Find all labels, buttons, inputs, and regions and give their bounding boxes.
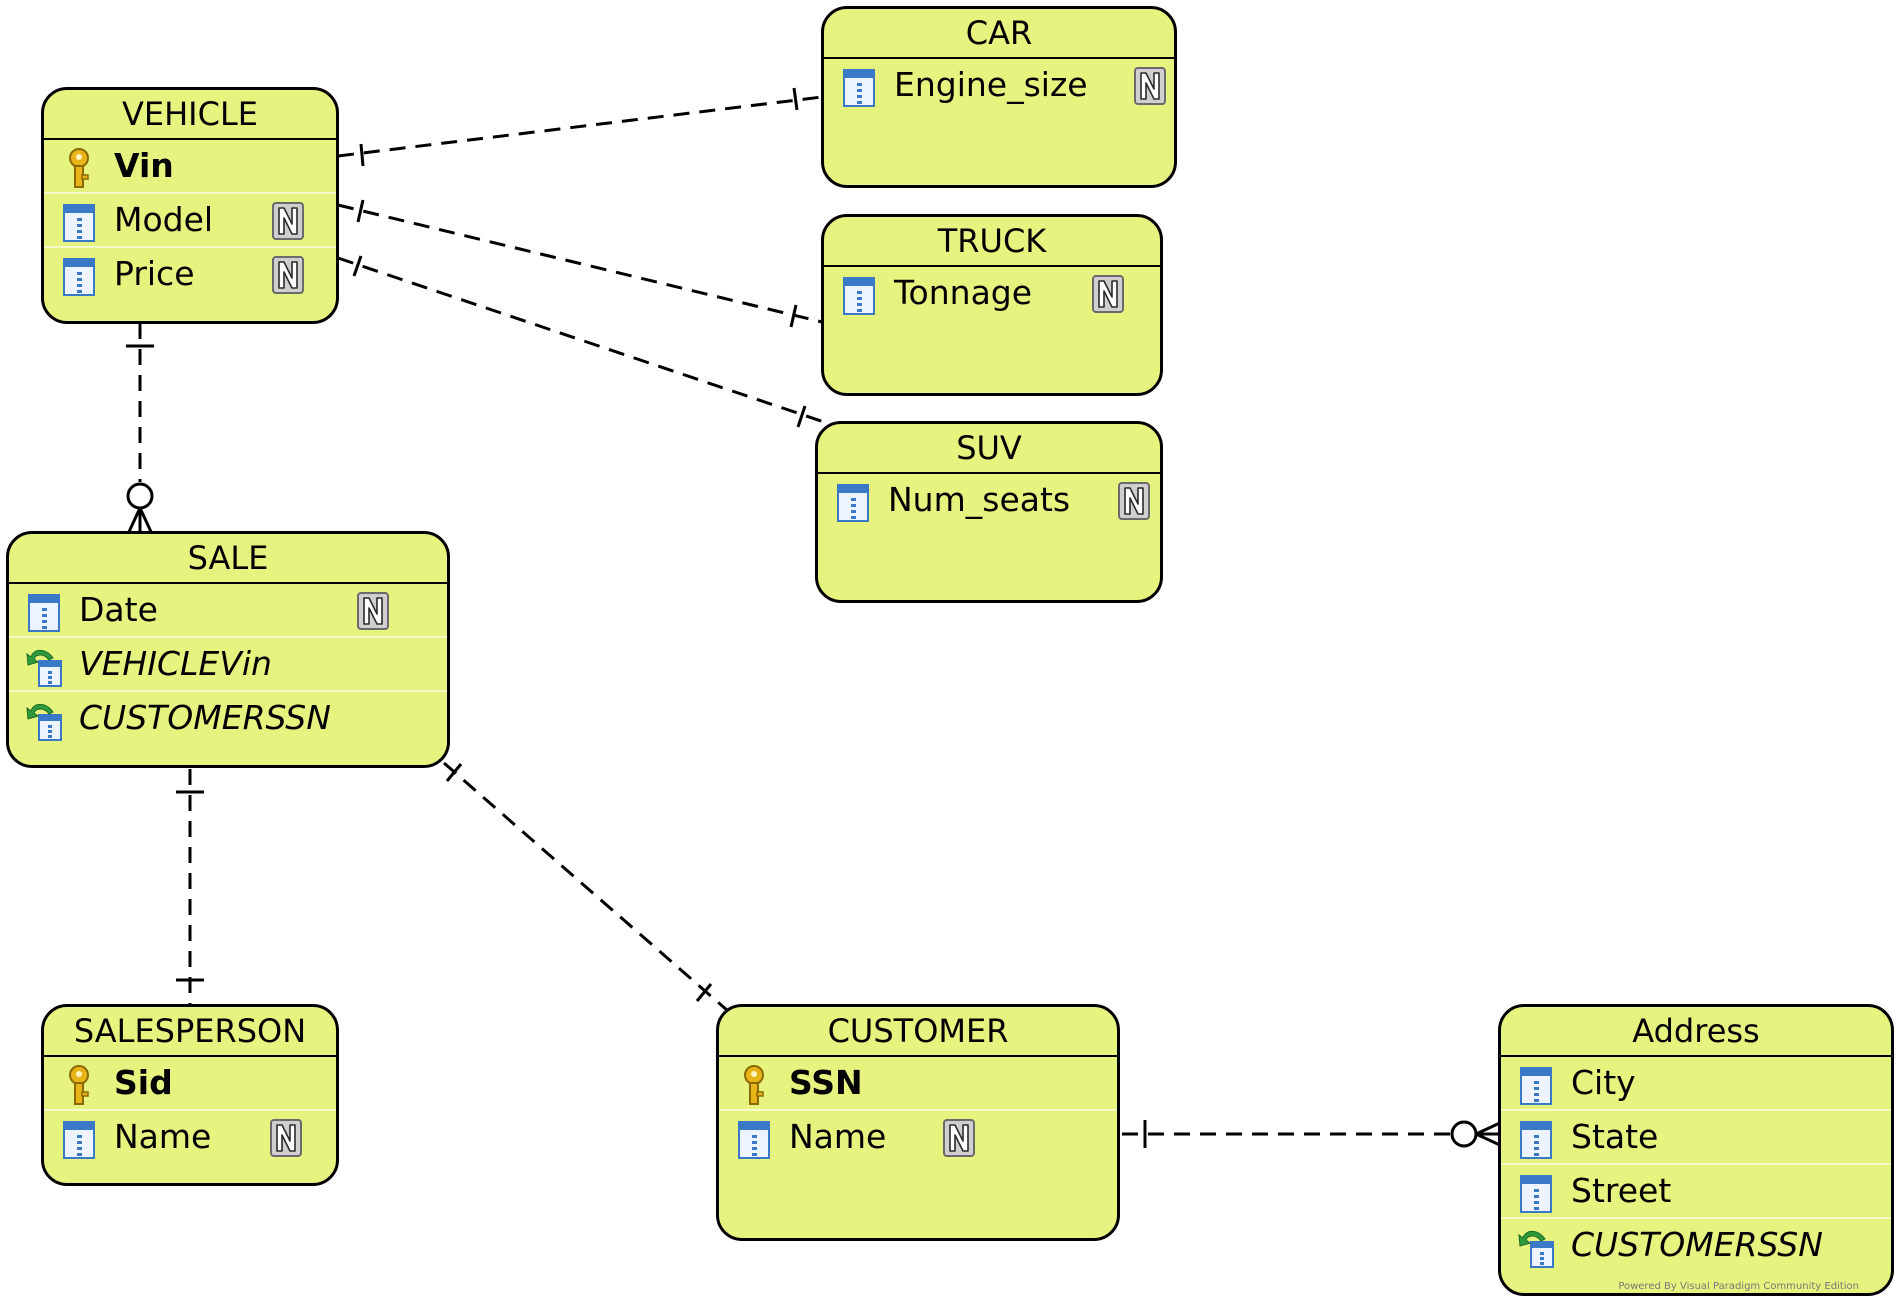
attribute-name: VEHICLEVin	[79, 644, 272, 683]
nullable-icon	[1134, 67, 1166, 105]
attribute-row[interactable]: Vin	[44, 140, 336, 194]
entity-truck[interactable]: TRUCK Tonnage	[821, 214, 1163, 396]
relationship-sale-customer[interactable]	[443, 761, 729, 1013]
column-icon	[63, 1121, 95, 1159]
attribute-name: CUSTOMERSSN	[1571, 1225, 1823, 1264]
column-icon	[1520, 1067, 1552, 1105]
attribute-row[interactable]: Price	[44, 248, 336, 300]
attribute-list: Num_seats	[818, 474, 1160, 526]
entity-title: CAR	[824, 9, 1174, 59]
entity-suv[interactable]: SUV Num_seats	[815, 421, 1163, 603]
column-icon	[1520, 1175, 1552, 1213]
attribute-row[interactable]: Name	[719, 1111, 1117, 1163]
entity-title: VEHICLE	[44, 90, 336, 140]
attribute-name: Street	[1571, 1171, 1672, 1210]
attribute-row[interactable]: Model	[44, 194, 336, 248]
column-icon	[837, 484, 869, 522]
column-icon	[738, 1121, 770, 1159]
attribute-name: Sid	[114, 1063, 173, 1102]
attribute-name: Num_seats	[888, 480, 1071, 519]
attribute-name: CUSTOMERSSN	[79, 698, 331, 737]
nullable-icon	[357, 592, 389, 630]
column-icon	[1520, 1121, 1552, 1159]
relationship-sale-salesperson[interactable]	[176, 769, 204, 1006]
pk-icon	[69, 148, 89, 188]
nullable-icon	[1118, 482, 1150, 520]
column-icon	[843, 277, 875, 315]
pk-icon	[744, 1065, 764, 1105]
attribute-row[interactable]: Engine_size	[824, 59, 1174, 111]
relationship-vehicle-car[interactable]	[337, 87, 823, 167]
nullable-icon	[272, 256, 304, 294]
attribute-list: Tonnage	[824, 267, 1160, 319]
fk-icon	[1518, 1230, 1554, 1268]
nullable-icon	[943, 1119, 975, 1157]
attribute-name: State	[1571, 1117, 1659, 1156]
relationship-customer-address[interactable]	[1122, 1120, 1503, 1148]
attribute-name: City	[1571, 1063, 1636, 1102]
pk-icon	[69, 1065, 89, 1105]
column-icon	[28, 594, 60, 632]
attribute-row[interactable]: Street	[1501, 1165, 1891, 1219]
attribute-row[interactable]: CUSTOMERSSN	[9, 692, 447, 744]
watermark: Powered By Visual Paradigm Community Edi…	[1618, 1281, 1859, 1292]
column-icon	[63, 204, 95, 242]
attribute-row[interactable]: Tonnage	[824, 267, 1160, 319]
attribute-name: Date	[79, 590, 158, 629]
attribute-name: SSN	[789, 1063, 863, 1102]
relationship-vehicle-suv[interactable]	[337, 255, 831, 428]
attribute-row[interactable]: Date	[9, 584, 447, 638]
entity-customer[interactable]: CUSTOMER SSN Name	[716, 1004, 1120, 1241]
attribute-name: Tonnage	[894, 273, 1033, 312]
entity-title: SUV	[818, 424, 1160, 474]
attribute-row[interactable]: State	[1501, 1111, 1891, 1165]
attribute-row[interactable]: Num_seats	[818, 474, 1160, 526]
attribute-name: Name	[789, 1117, 887, 1156]
attribute-name: Vin	[114, 146, 174, 185]
attribute-row[interactable]: VEHICLEVin	[9, 638, 447, 692]
entity-title: Address	[1501, 1007, 1891, 1057]
attribute-row[interactable]: City	[1501, 1057, 1891, 1111]
attribute-row[interactable]: Name	[44, 1111, 336, 1163]
entity-title: CUSTOMER	[719, 1007, 1117, 1057]
attribute-row[interactable]: CUSTOMERSSN	[1501, 1219, 1891, 1271]
entity-title: SALESPERSON	[44, 1007, 336, 1057]
relationship-vehicle-truck[interactable]	[337, 199, 823, 328]
attribute-row[interactable]: Sid	[44, 1057, 336, 1111]
attribute-name: Engine_size	[894, 65, 1088, 104]
entity-title: TRUCK	[824, 217, 1160, 267]
attribute-name: Model	[114, 200, 214, 239]
attribute-name: Name	[114, 1117, 212, 1156]
nullable-icon	[272, 202, 304, 240]
attribute-name: Price	[114, 254, 195, 293]
fk-icon	[26, 703, 62, 741]
attribute-row[interactable]: SSN	[719, 1057, 1117, 1111]
relationship-vehicle-sale[interactable]	[126, 323, 154, 535]
column-icon	[843, 69, 875, 107]
nullable-icon	[1092, 275, 1124, 313]
attribute-list: SSN Name	[719, 1057, 1117, 1163]
nullable-icon	[270, 1119, 302, 1157]
attribute-list: Engine_size	[824, 59, 1174, 111]
entity-car[interactable]: CAR Engine_size	[821, 6, 1177, 188]
fk-icon	[26, 649, 62, 687]
column-icon	[63, 258, 95, 296]
entity-title: SALE	[9, 534, 447, 584]
